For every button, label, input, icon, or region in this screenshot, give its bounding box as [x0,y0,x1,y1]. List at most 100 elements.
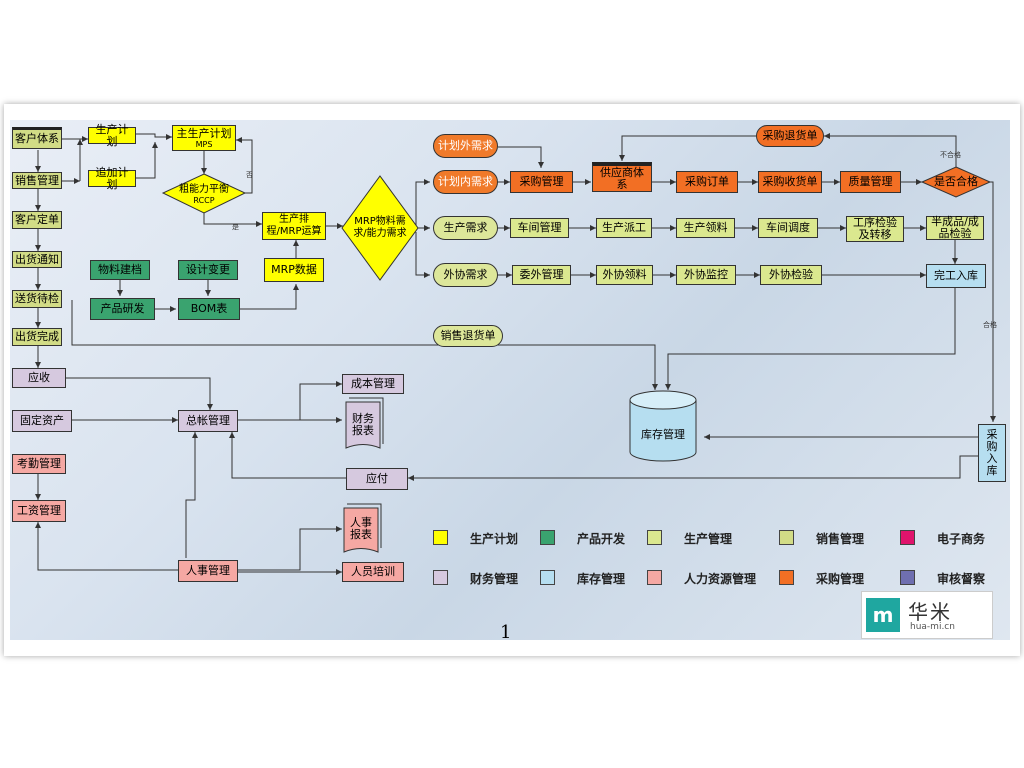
finance-report-doc [345,401,381,449]
edge [35,522,178,571]
mrp-diamond [341,175,419,281]
staff-training: 人员培训 [342,562,404,582]
supplier-system: 供应商体系 [592,162,652,192]
edge [136,133,172,140]
legend-ecommerce: 电子商务 [937,532,986,546]
outsourcing-demand: 外协需求 [433,263,498,287]
edge [238,526,342,571]
qualified-label: 是否合格 [934,175,978,188]
production-dispatch: 生产派工 [596,218,652,238]
subcontract-management: 委外管理 [512,265,571,285]
edge [203,213,262,227]
inventory-cylinder [629,400,697,462]
edge [415,179,430,230]
edge [229,432,346,479]
production-plan: 生产计划 [88,123,136,147]
yes-edge-label: 是 [232,223,239,231]
outsourcing-inspection: 外协检验 [760,265,822,285]
edge [66,377,213,410]
inventory-management: 库存管理 [641,428,685,441]
edge [71,300,658,390]
payroll-management: 工资管理 [12,500,66,522]
bom-table: BOM表 [178,298,240,320]
legend-production-mgmt: 生产管理 [684,532,733,546]
legend-swatch-production-mgmt [647,530,662,545]
diagram-canvas [10,120,1010,640]
legend-product-dev: 产品开发 [577,532,626,546]
legend-hr: 人力资源管理 [684,572,757,586]
rccp-label: 粗能力平衡 RCCP [168,182,240,206]
edge [238,381,342,421]
production-scheduling: 生产排程/MRP运算 [262,212,326,240]
workshop-management: 车间管理 [510,218,569,238]
edge [824,133,957,167]
hr-report-doc [343,507,379,553]
cost-management: 成本管理 [342,374,404,394]
attendance-management: 考勤管理 [12,454,66,474]
shipping-notice: 出货通知 [12,251,62,268]
process-inspection: 工序检验及转移 [846,216,904,242]
fixed-assets: 固定资产 [12,410,72,432]
design-change: 设计变更 [178,260,238,280]
unqualified-label: 不合格 [940,151,961,159]
workshop-scheduling: 车间调度 [758,218,818,238]
legend-audit: 审核督察 [937,572,986,586]
legend-sales-mgmt: 销售管理 [816,532,865,546]
outsourcing-picking: 外协领料 [596,265,653,285]
completion-warehousing: 完工入库 [926,264,986,288]
finance-report-doc-back [349,397,384,444]
edge [136,142,158,179]
legend-swatch-ecommerce [900,530,915,545]
legend-inventory: 库存管理 [577,572,626,586]
qualified-edge-label: 合格 [983,321,997,329]
qualified-diamond [920,166,992,198]
production-demand: 生产需求 [433,216,498,240]
edge [185,432,198,558]
legend-finance: 财务管理 [470,572,519,586]
edge [408,455,978,481]
rccp-subtitle: RCCP [193,195,215,205]
master-production-plan: 主生产计划 MPS [172,125,236,151]
edge [990,181,996,422]
unplanned-demand: 计划外需求 [433,134,498,158]
hr-management: 人事管理 [178,560,238,582]
legend-swatch-finance [433,570,448,585]
no-edge-label: 否 [246,171,253,179]
purchase-management: 采购管理 [510,171,573,193]
legend-swatch-inventory [540,570,555,585]
purchase-warehousing: 采购入库 [978,424,1006,482]
customer-order: 客户定单 [12,211,62,229]
edge [498,146,544,168]
product-rnd: 产品研发 [90,298,155,320]
sales-management: 销售管理 [12,172,62,189]
legend-swatch-production-plan [433,530,448,545]
edge [240,284,299,310]
legend-swatch-product-dev [540,530,555,545]
client-system: 客户体系 [12,127,62,149]
legend-purchase: 采购管理 [816,572,865,586]
outsourcing-monitor: 外协监控 [676,265,736,285]
edge [236,137,253,194]
general-ledger: 总帐管理 [178,410,238,432]
legend-swatch-purchase [779,570,794,585]
legend-swatch-hr [647,570,662,585]
quality-management: 质量管理 [840,171,901,193]
legend-swatch-sales-mgmt [779,530,794,545]
logo-name: 华米 [908,600,952,624]
semi-finished-inspection: 半成品/成品检验 [926,216,984,240]
rccp-title: 粗能力平衡 [179,183,229,195]
page-number: 1 [500,622,512,643]
purchase-order: 采购订单 [676,171,738,193]
legend-swatch-audit [900,570,915,585]
purchase-return: 采购退货单 [756,125,824,147]
additional-plan: 追加计划 [88,166,136,190]
legend-production-plan: 生产计划 [470,532,519,546]
logo-url: hua-mi.cn [910,622,955,632]
inventory-cylinder-top [629,390,697,410]
edge [619,135,756,161]
rccp-diamond [161,173,247,214]
edge [415,232,430,278]
mps-subtitle: MPS [195,139,213,149]
payable: 应付 [346,468,408,490]
